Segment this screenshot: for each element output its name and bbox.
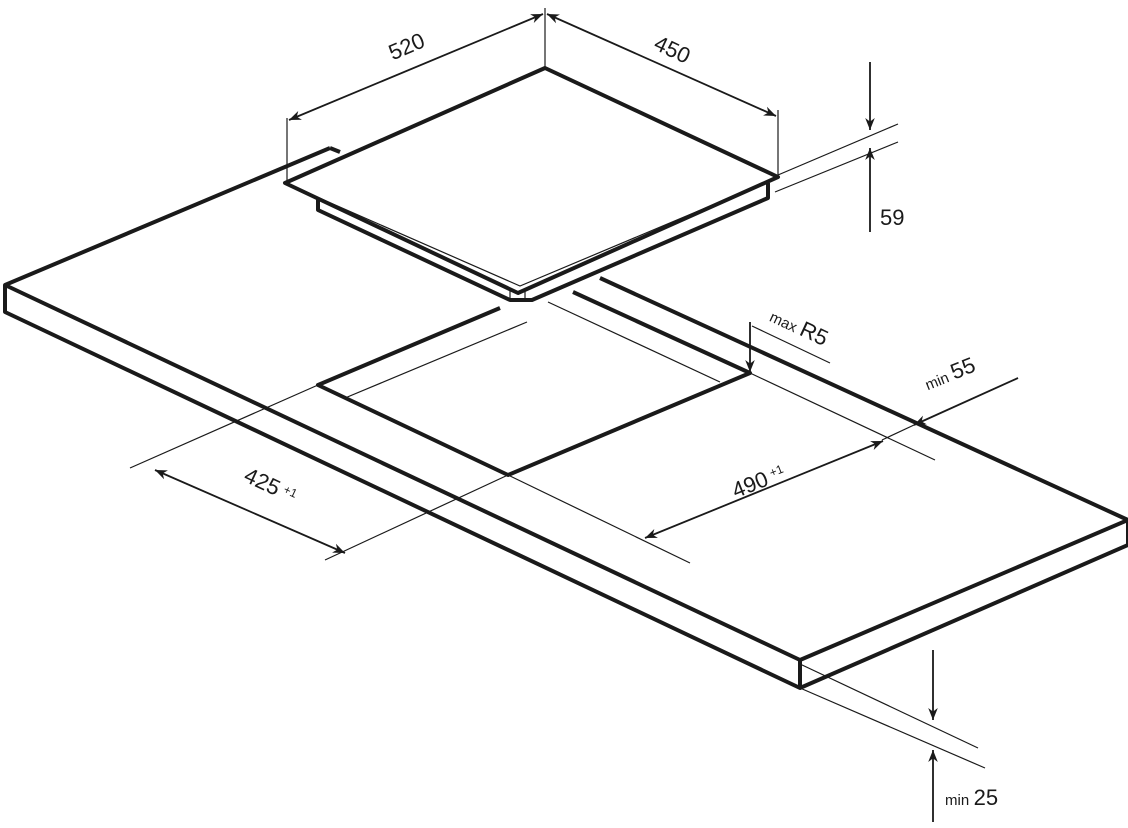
label-min-25-prefix: min — [945, 792, 970, 809]
label-min-25: min 25 — [945, 785, 998, 811]
worktop-cutout — [316, 290, 752, 477]
label-59: 59 — [880, 205, 905, 230]
label-25: 25 — [973, 785, 999, 810]
dimension-450 — [546, 13, 779, 175]
dimension-min-25 — [799, 650, 986, 822]
dimension-59 — [774, 62, 899, 232]
worktop — [3, 146, 1128, 690]
dimension-radius — [745, 322, 831, 372]
dimension-520 — [286, 8, 546, 183]
dimension-425 — [129, 384, 509, 561]
hob — [283, 66, 780, 302]
dimension-490 — [507, 372, 936, 564]
